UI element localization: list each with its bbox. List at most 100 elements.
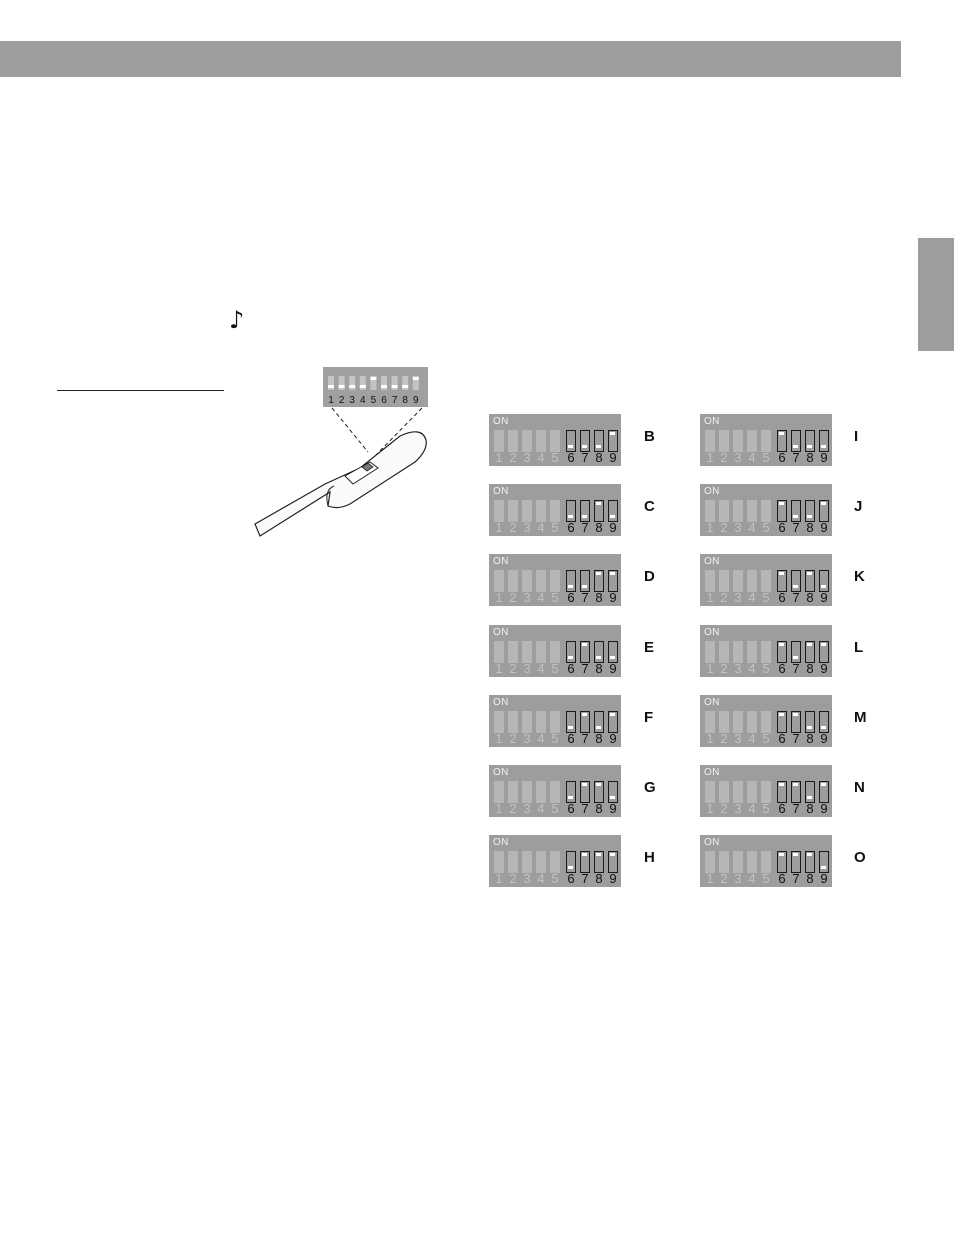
switch-number: 6	[778, 450, 786, 465]
switch-number: 5	[762, 450, 770, 465]
on-label: ON	[493, 767, 509, 778]
switch-number: 3	[523, 660, 531, 676]
switch-number: 1	[495, 730, 503, 746]
switch-number: 2	[509, 590, 517, 606]
dip-switch-3	[733, 640, 743, 663]
switch-number: 9	[609, 520, 617, 536]
dip-switch-5	[550, 640, 560, 663]
dip-switch-5	[550, 430, 560, 452]
dip-switch-9	[608, 500, 618, 523]
switch-knob-on	[779, 783, 784, 786]
switch-number: 5	[762, 520, 770, 536]
dip-switch-6	[566, 570, 576, 593]
dip-switch-8	[594, 710, 604, 733]
dip-switch-2	[719, 710, 729, 733]
switch-number: 9	[609, 450, 617, 465]
switch-knob-on	[779, 502, 784, 506]
dip-switch-3	[733, 570, 743, 593]
dip-switch-7	[580, 851, 590, 874]
switch-knob-off	[568, 585, 573, 589]
dip-switch-2	[508, 640, 518, 663]
switch-number: 8	[806, 871, 814, 887]
on-label: ON	[704, 626, 720, 638]
dip-switch-8	[594, 640, 604, 663]
dip-switch-7	[580, 430, 590, 452]
switch-knob-off	[568, 445, 573, 448]
switch-knob-on	[596, 572, 601, 576]
dip-switch-4	[747, 710, 757, 733]
switch-number: 8	[806, 801, 814, 816]
on-label: ON	[493, 416, 509, 427]
switch-number: 4	[537, 520, 545, 536]
switch-number: 5	[762, 871, 770, 887]
switch-number: 1	[706, 871, 714, 887]
switch-knob-off	[793, 445, 798, 448]
switch-knob-off	[793, 515, 798, 519]
remote-switch-number: 5	[371, 395, 377, 406]
dip-switch-2	[719, 781, 729, 803]
dip-switch-2	[719, 851, 729, 874]
switch-number: 3	[734, 871, 742, 887]
switch-knob-on	[779, 432, 784, 435]
switch-knob-off	[807, 445, 812, 448]
dip-switch-9	[819, 570, 829, 593]
switch-number: 8	[806, 450, 814, 465]
dip-switch-9	[608, 851, 618, 874]
switch-number: 3	[734, 590, 742, 606]
dip-switch-6	[566, 640, 576, 663]
switch-number: 5	[762, 660, 770, 676]
switch-number: 6	[778, 590, 786, 606]
on-label: ON	[493, 556, 509, 568]
switch-number: 4	[537, 871, 545, 887]
remote-switch	[328, 376, 334, 390]
remote-switch-number: 6	[381, 395, 387, 406]
dip-switch-3	[522, 640, 532, 663]
dip-switch-2	[508, 851, 518, 874]
dip-switch-7	[791, 710, 801, 733]
switch-knob-on	[779, 572, 784, 576]
switch-number: 4	[748, 590, 756, 606]
switch-number: 3	[734, 801, 742, 816]
switch-number: 8	[595, 730, 603, 746]
switch-knob-off	[821, 585, 826, 589]
remote-switch	[391, 376, 398, 390]
switch-number: 5	[551, 520, 559, 536]
dip-switch-4	[747, 640, 757, 663]
switch-number: 9	[609, 801, 617, 816]
setting-letter: F	[644, 708, 654, 726]
dip-switch-1	[494, 570, 504, 593]
switch-number: 3	[734, 450, 742, 465]
dip-switch-6	[566, 781, 576, 803]
dip-switch-5	[761, 781, 771, 803]
switch-number: 8	[806, 590, 814, 606]
switch-number: 1	[706, 660, 714, 676]
remote-switch-knob	[412, 377, 419, 380]
switch-number: 1	[706, 590, 714, 606]
switch-number: 2	[720, 871, 728, 887]
remote-switch	[381, 376, 387, 390]
switch-number: 7	[581, 801, 589, 816]
dip-switch-8	[805, 430, 815, 452]
switch-number: 7	[792, 871, 800, 887]
switch-number: 3	[523, 520, 531, 536]
switch-number: 8	[595, 520, 603, 536]
dip-switch-6	[566, 500, 576, 523]
switch-knob-off	[568, 515, 573, 519]
dip-switch-8	[594, 851, 604, 874]
switch-number: 3	[523, 871, 531, 887]
switch-number: 6	[567, 730, 575, 746]
switch-number: 7	[792, 590, 800, 606]
underline-rule	[57, 390, 224, 391]
remote-switch-window	[361, 462, 374, 472]
switch-knob-on	[582, 642, 587, 646]
switch-knob-off	[568, 725, 573, 729]
switch-knob-off	[568, 655, 573, 659]
switch-number: 8	[595, 871, 603, 887]
switch-number: 5	[762, 590, 770, 606]
